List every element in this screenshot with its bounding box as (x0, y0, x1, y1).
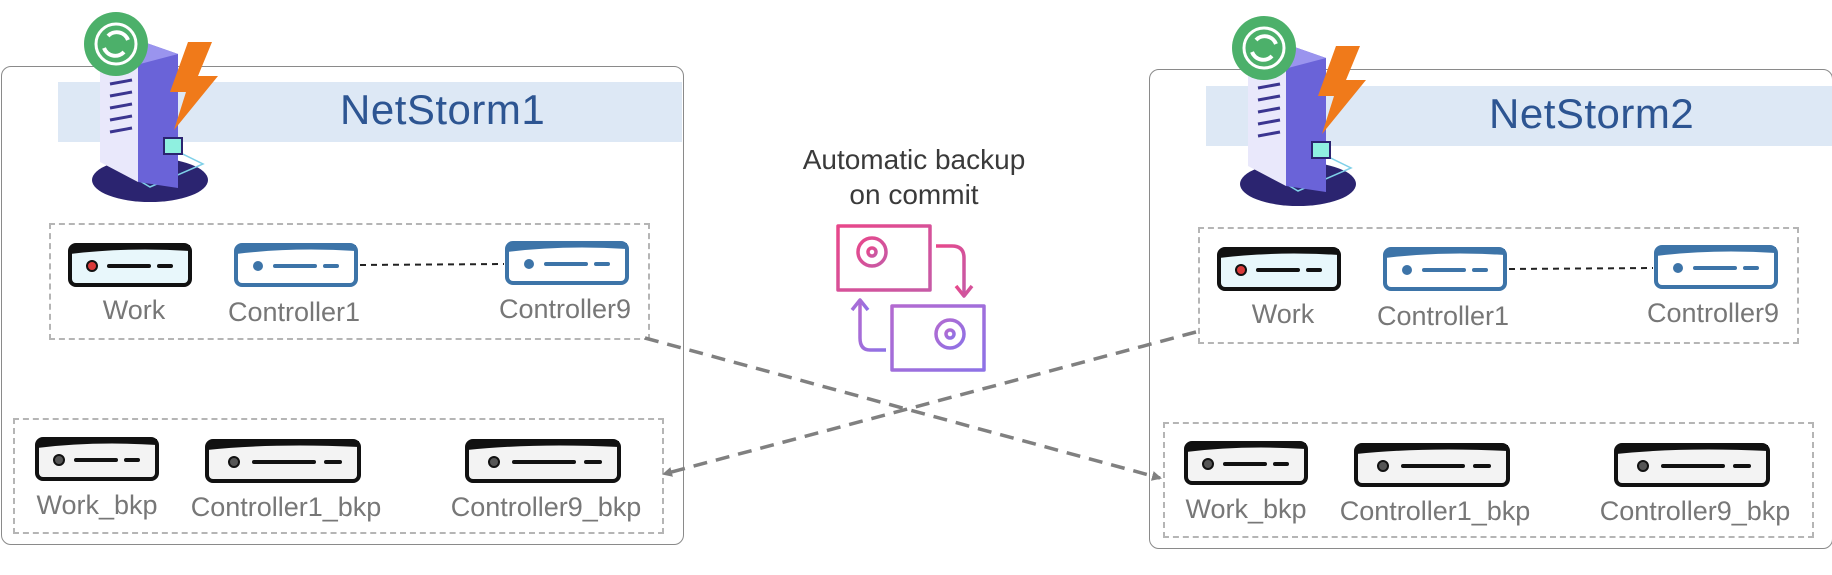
netstorm1-work-label: Work (102, 295, 166, 325)
netstorm2-controller9-bkp-label: Controller9_bkp (1599, 496, 1791, 526)
netstorm2-backup-group (1163, 422, 1814, 538)
netstorm2-active-group (1198, 227, 1799, 344)
netstorm2-controller1-label: Controller1 (1376, 301, 1510, 331)
netstorm1-controller1-bkp-device-icon (204, 438, 362, 484)
netstorm1-work-bkp-device-icon (34, 436, 160, 482)
netstorm1-title: NetStorm1 (340, 86, 546, 133)
backup-sync-icon (836, 222, 988, 374)
netstorm1-server-icon (78, 12, 228, 212)
netstorm2-controller1-device-icon (1382, 246, 1508, 292)
netstorm1-controller9-bkp-device-icon (464, 438, 622, 484)
netstorm1-controller9-label: Controller9 (498, 294, 632, 324)
netstorm1-controller9-device-icon (504, 240, 630, 286)
backup-caption-line1: Automatic backup (802, 144, 1026, 175)
netstorm2-controller9-device-icon (1653, 244, 1779, 290)
netstorm2-work-label: Work (1251, 299, 1315, 329)
netstorm2-controller1-bkp-device-icon (1353, 442, 1511, 488)
backup-caption-line2: on commit (849, 179, 979, 210)
netstorm2-work-device-icon (1216, 246, 1342, 292)
netstorm1-controller1-label: Controller1 (227, 297, 361, 327)
netstorm1-controller9-bkp-label: Controller9_bkp (450, 492, 642, 522)
backup-caption: Automatic backup on commit (774, 142, 1054, 212)
netstorm2-controller9-label: Controller9 (1646, 298, 1780, 328)
netstorm2-work-bkp-device-icon (1183, 440, 1309, 486)
netstorm1-work-bkp-label: Work_bkp (36, 490, 158, 520)
netstorm2-controller9-bkp-device-icon (1613, 442, 1771, 488)
netstorm2-title: NetStorm2 (1489, 90, 1695, 137)
netstorm2-server-icon (1226, 16, 1376, 216)
netstorm1-controller1-bkp-label: Controller1_bkp (190, 492, 382, 522)
netstorm1-active-group (49, 223, 650, 340)
netstorm2-controller1-bkp-label: Controller1_bkp (1339, 496, 1531, 526)
netstorm1-work-device-icon (67, 242, 193, 288)
netstorm2-work-bkp-label: Work_bkp (1185, 494, 1307, 524)
netstorm1-controller1-device-icon (233, 242, 359, 288)
